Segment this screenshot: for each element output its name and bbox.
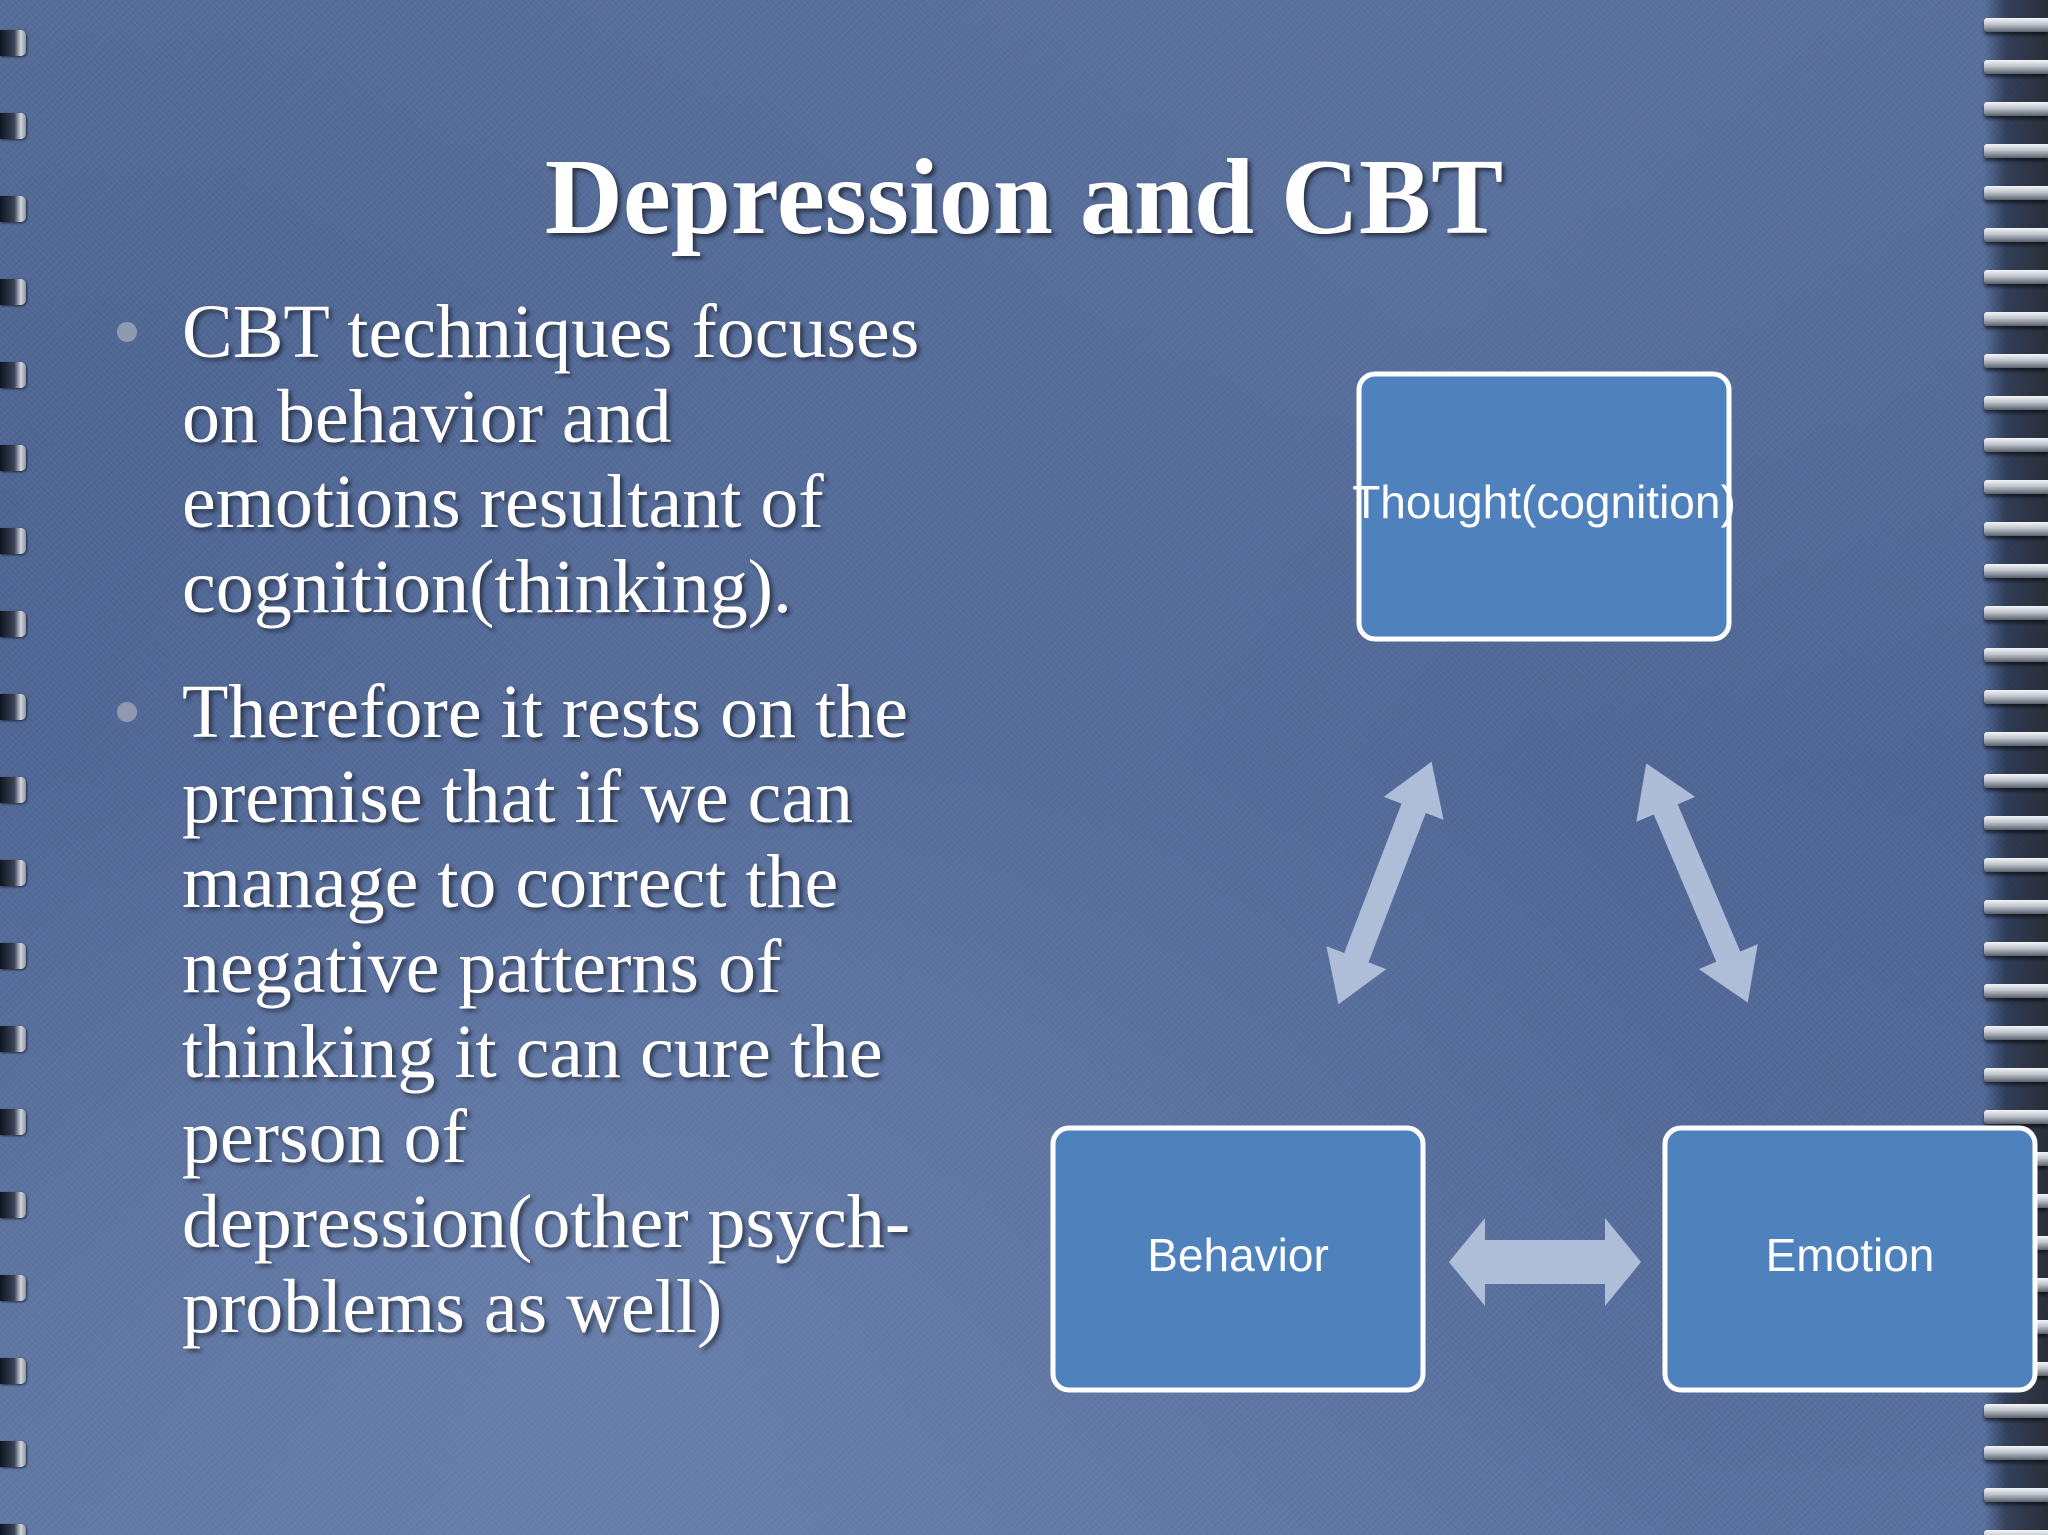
binding-coil-icon (1984, 144, 2048, 158)
binding-coil-icon (1984, 816, 2048, 830)
thought-box (1356, 371, 1732, 642)
binding-coil-icon (1984, 312, 2048, 326)
binding-coil-icon (1984, 228, 2048, 242)
binding-coil-icon (1984, 564, 2048, 578)
bullet-dot-icon (117, 702, 137, 722)
binding-coil-icon (1984, 186, 2048, 200)
arrow-emotion-thought-icon (1636, 763, 1758, 1003)
binding-coil-icon (1984, 1404, 2048, 1418)
bullet-line: thinking it can cure the (182, 1010, 883, 1094)
binding-coil-icon (1984, 438, 2048, 452)
binding-coil-icon (1984, 18, 2048, 32)
binding-coil-icon (1984, 1026, 2048, 1040)
binding-coil-icon (1984, 1110, 2048, 1124)
bullet-line: emotions resultant of (182, 460, 824, 544)
binding-ring-icon (0, 694, 26, 720)
binding-coil-icon (1984, 1446, 2048, 1460)
binding-coil-icon (1984, 690, 2048, 704)
binding-coil-icon (1984, 900, 2048, 914)
binding-coil-icon (1984, 102, 2048, 116)
binding-coil-icon (1984, 480, 2048, 494)
binding-ring-icon (0, 1441, 26, 1467)
binding-ring-icon (0, 1358, 26, 1384)
binding-coil-icon (1984, 858, 2048, 872)
binding-ring-icon (0, 777, 26, 803)
binding-ring-icon (0, 528, 26, 554)
bullet-item: Therefore it rests on the premise that i… (112, 670, 1012, 1350)
binding-coil-icon (1984, 522, 2048, 536)
bullet-line: problems as well) (182, 1265, 723, 1349)
binding-coil-icon (1984, 1068, 2048, 1082)
bullet-line: premise that if we can (182, 755, 854, 839)
binding-ring-icon (0, 1192, 26, 1218)
behavior-node: Behavior (1050, 1125, 1426, 1393)
binding-coil-icon (1984, 396, 2048, 410)
binding-ring-icon (0, 1275, 26, 1301)
bullet-line: negative patterns of (182, 925, 782, 1009)
binding-coil-icon (1984, 1530, 2048, 1535)
emotion-node: Emotion (1662, 1125, 2038, 1393)
binding-ring-icon (0, 30, 26, 56)
binding-coil-icon (1984, 606, 2048, 620)
arrow-behavior-emotion-icon (1449, 1218, 1641, 1306)
binding-ring-icon (0, 445, 26, 471)
binding-ring-icon (0, 1109, 26, 1135)
binding-ring-icon (0, 943, 26, 969)
binding-ring-icon (0, 860, 26, 886)
bullet-line: person of (182, 1095, 467, 1179)
binding-coil-icon (1984, 354, 2048, 368)
binding-ring-icon (0, 1524, 26, 1535)
bullet-dot-icon (117, 322, 137, 342)
binding-coil-icon (1984, 1488, 2048, 1502)
binding-coil-icon (1984, 942, 2048, 956)
thought-node: Thought(cognition) (1352, 371, 1736, 642)
binding-coil-icon (1984, 60, 2048, 74)
thought-label: Thought(cognition) (1352, 476, 1736, 528)
bullet-line: Therefore it rests on the (182, 670, 908, 754)
bullet-line: cognition(thinking). (182, 545, 793, 629)
binding-ring-icon (0, 113, 26, 139)
bullet-line: depression(other psych- (182, 1180, 911, 1264)
emotion-box (1662, 1125, 2038, 1393)
arrow-behavior-thought-icon (1326, 761, 1444, 1005)
bullet-line: CBT techniques focuses (182, 290, 920, 374)
binding-ring-icon (0, 279, 26, 305)
behavior-label: Behavior (1147, 1229, 1329, 1281)
binding-ring-icon (0, 611, 26, 637)
binding-coil-icon (1984, 774, 2048, 788)
behavior-box (1050, 1125, 1426, 1393)
binding-ring-icon (0, 1026, 26, 1052)
binding-coil-icon (1984, 270, 2048, 284)
bullet-list: CBT techniques focuses on behavior and e… (112, 290, 1012, 1390)
binding-coil-icon (1984, 648, 2048, 662)
slide-title: Depression and CBT (544, 138, 1504, 257)
binding-ring-icon (0, 196, 26, 222)
bullet-line: on behavior and (182, 375, 672, 459)
binding-ring-icon (0, 362, 26, 388)
bullet-line: manage to correct the (182, 840, 839, 924)
binding-coil-icon (1984, 732, 2048, 746)
binding-coil-icon (1984, 984, 2048, 998)
bullet-item: CBT techniques focuses on behavior and e… (112, 290, 1012, 630)
spiral-binding-left (0, 0, 30, 1535)
emotion-label: Emotion (1766, 1229, 1935, 1281)
